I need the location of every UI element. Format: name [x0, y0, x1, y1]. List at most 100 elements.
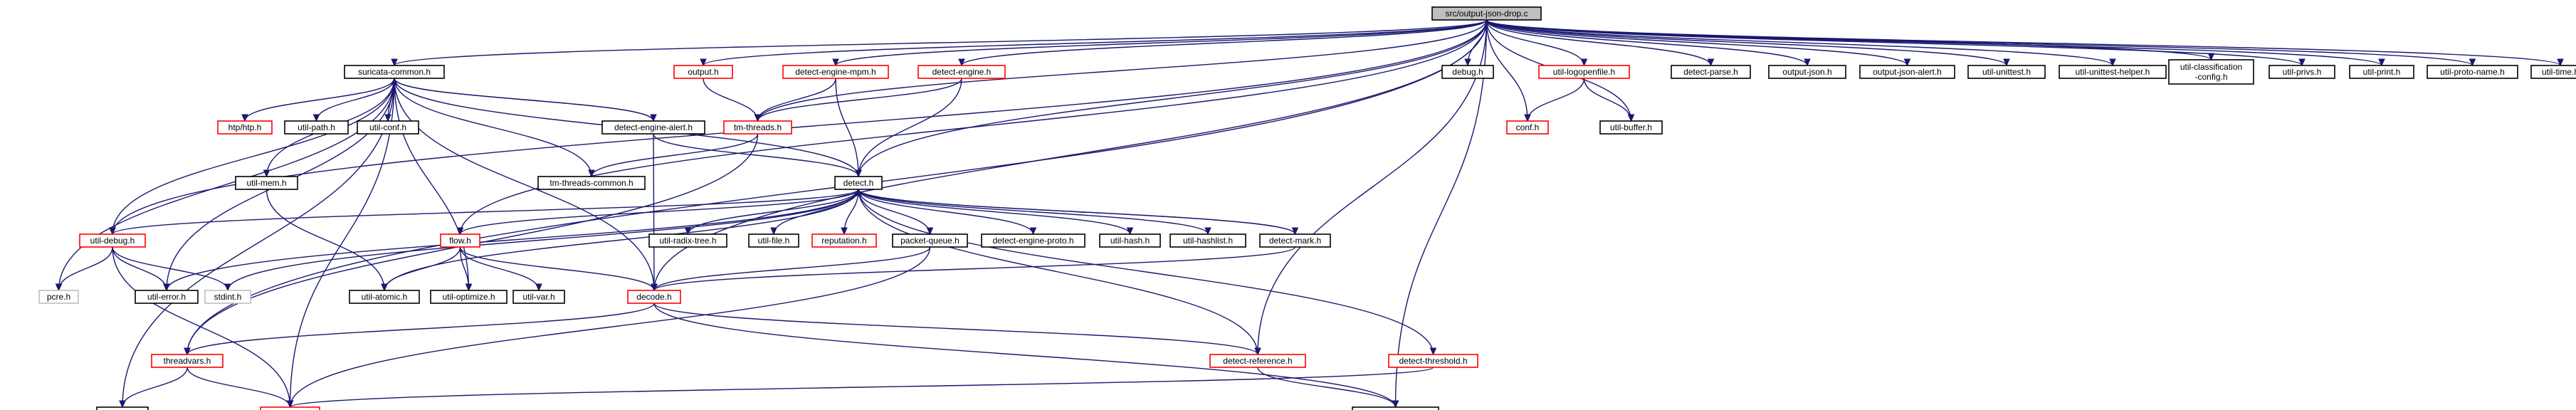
node-label: decode.h [636, 292, 671, 302]
node-dipv4[interactable]: decode-ipv4.h [1352, 406, 1439, 410]
edges-layer [55, 19, 2564, 409]
node-umem[interactable]: util-mem.h [235, 176, 298, 190]
node-uprint[interactable]: util-print.h [2349, 65, 2414, 79]
node-box [782, 65, 889, 79]
node-ufile[interactable]: util-file.h [748, 233, 799, 248]
node-box [96, 406, 149, 410]
node-box [1259, 233, 1331, 248]
node-uunittest[interactable]: util-unittest.h [1967, 65, 2046, 79]
node-threads[interactable]: threads.h [260, 406, 320, 410]
node-label: util-logopenfile.h [1553, 67, 1615, 77]
edge-root-to-decode [651, 19, 1488, 292]
node-box [2349, 65, 2414, 79]
node-box [811, 233, 877, 248]
node-label: util-privs.h [2283, 67, 2322, 77]
node-uunithelper[interactable]: util-unittest-helper.h [2059, 65, 2167, 79]
edge-output-to-tmthreads [703, 78, 762, 122]
node-label: util-atomic.h [362, 292, 408, 302]
node-box [1099, 233, 1161, 248]
node-ojson[interactable]: output-json.h [1768, 65, 1846, 79]
node-pcre: pcre.h [38, 290, 79, 304]
node-uerror[interactable]: util-error.h [135, 290, 199, 304]
node-uconf[interactable]: util-conf.h [357, 120, 419, 135]
edge-root-to-utime [1486, 19, 2564, 67]
node-label: detect-reference.h [1223, 356, 1292, 366]
node-box [1768, 65, 1846, 79]
node-utime[interactable]: util-time.h [2530, 65, 2576, 79]
node-box [918, 65, 1006, 79]
node-label: util-hashlist.h [1183, 236, 1233, 246]
node-output[interactable]: output.h [673, 65, 733, 79]
node-ubuffer[interactable]: util-buffer.h [1599, 120, 1663, 135]
node-box [430, 290, 508, 304]
node-dthreshold[interactable]: detect-threshold.h [1388, 354, 1478, 368]
node-htp[interactable]: htp/htp.h [217, 120, 273, 135]
node-box [2168, 59, 2254, 85]
node-box [151, 354, 224, 368]
node-deproto[interactable]: detect-engine-proto.h [981, 233, 1085, 248]
node-ojalert[interactable]: output-json-alert.h [1859, 65, 1955, 79]
node-box [2427, 65, 2518, 79]
node-label: tm-threads-common.h [550, 178, 633, 188]
node-uoptimize[interactable]: util-optimize.h [430, 290, 508, 304]
node-tmthreads[interactable]: tm-threads.h [723, 120, 792, 135]
node-uatomic[interactable]: util-atomic.h [349, 290, 420, 304]
edge-root-to-uprivs [1486, 19, 2306, 67]
node-box [204, 290, 251, 304]
node-uhashlist[interactable]: util-hashlist.h [1169, 233, 1246, 248]
edge-udebug-to-uerror [112, 246, 170, 292]
edge-pqueue-to-decode [651, 246, 931, 292]
node-box [217, 120, 273, 135]
edge-flow-to-uvar [459, 246, 542, 292]
node-pqueue[interactable]: packet-queue.h [892, 233, 968, 248]
node-box [1538, 65, 1630, 79]
node-dealert[interactable]: detect-engine-alert.h [601, 120, 705, 135]
node-dparse[interactable]: detect-parse.h [1671, 65, 1751, 79]
node-label: detect-parse.h [1683, 67, 1738, 77]
node-deng[interactable]: detect-engine.h [918, 65, 1006, 79]
node-label: detect-engine-alert.h [614, 122, 693, 132]
node-uclass1[interactable]: util-classification-config.h [2168, 59, 2254, 85]
node-conf[interactable]: conf.h [1506, 120, 1549, 135]
node-label: util-classification [2180, 62, 2242, 72]
edge-ulogopen-to-ubuffer [1583, 78, 1635, 122]
node-box [512, 290, 565, 304]
edge-threadvars-to-umpm [119, 367, 188, 409]
node-tmcommon[interactable]: tm-threads-common.h [537, 176, 646, 190]
node-label: stdint.h [214, 292, 242, 302]
node-flow[interactable]: flow.h [440, 233, 480, 248]
node-box [349, 290, 420, 304]
edge-threadvars-to-threads [186, 367, 294, 409]
node-label: detect.h [843, 178, 874, 188]
edge-detect-to-pqueue [858, 189, 934, 236]
node-box [537, 176, 646, 190]
node-root[interactable]: src/output-json-drop.c [1431, 6, 1542, 21]
node-box [601, 120, 705, 135]
node-dempm[interactable]: detect-engine-mpm.h [782, 65, 889, 79]
node-uvar[interactable]: util-var.h [512, 290, 565, 304]
node-reputation[interactable]: reputation.h [811, 233, 877, 248]
node-box [1209, 354, 1306, 368]
node-dref[interactable]: detect-reference.h [1209, 354, 1306, 368]
edge-dref-to-dipv4 [1257, 367, 1399, 409]
node-uprivs[interactable]: util-privs.h [2269, 65, 2335, 79]
node-udebug[interactable]: util-debug.h [79, 233, 146, 248]
node-dmark[interactable]: detect-mark.h [1259, 233, 1331, 248]
node-uprotoname[interactable]: util-proto-name.h [2427, 65, 2518, 79]
node-ulogopen[interactable]: util-logopenfile.h [1538, 65, 1630, 79]
node-decode[interactable]: decode.h [627, 290, 681, 304]
edge-root-to-ojson [1486, 19, 1811, 67]
node-scommon[interactable]: suricata-common.h [344, 65, 445, 79]
node-uhash[interactable]: util-hash.h [1099, 233, 1161, 248]
node-debug[interactable]: debug.h [1441, 65, 1494, 79]
node-upath[interactable]: util-path.h [284, 120, 349, 135]
edge-flow-to-decode [459, 246, 658, 292]
node-detect[interactable]: detect.h [834, 176, 883, 190]
edge-root-to-ojalert [1486, 19, 1911, 67]
node-umpm[interactable]: util-mpm.h [96, 406, 149, 410]
node-threadvars[interactable]: threadvars.h [151, 354, 224, 368]
node-box [1967, 65, 2046, 79]
node-label: flow.h [449, 236, 471, 246]
node-uradix[interactable]: util-radix-tree.h [648, 233, 727, 248]
